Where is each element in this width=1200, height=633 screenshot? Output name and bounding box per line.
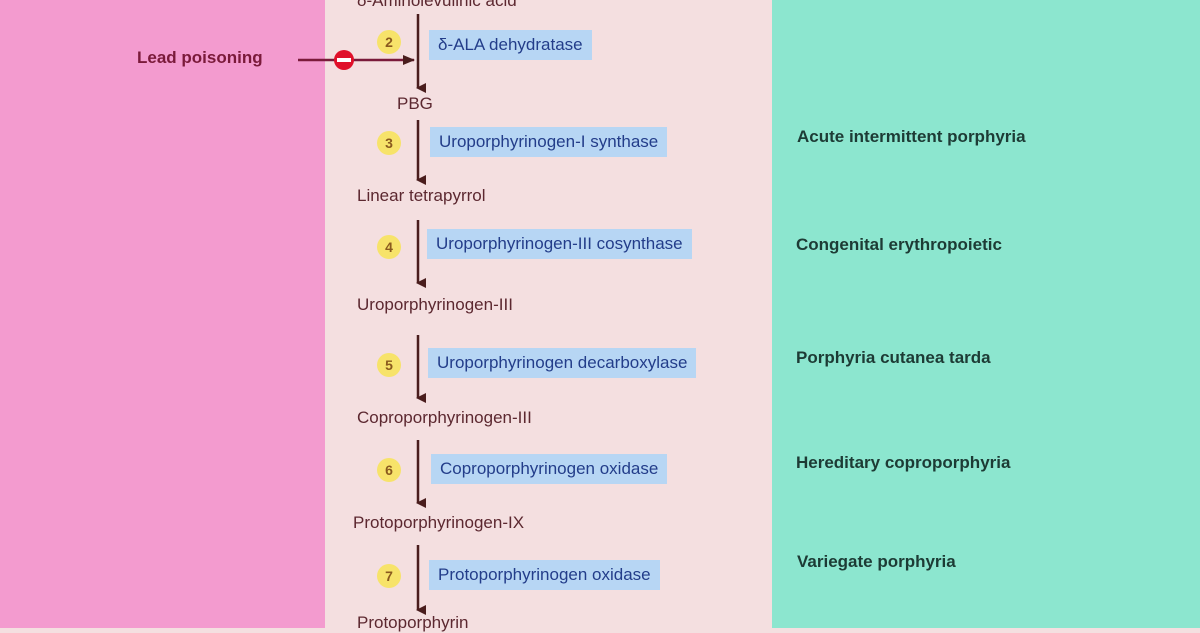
left-panel	[0, 0, 325, 628]
step-badge-3: 3	[377, 131, 401, 155]
pathway-panel	[325, 0, 772, 628]
enzyme-ala-dehydratase: δ-ALA dehydratase	[429, 30, 592, 60]
metabolite-uroporphyrinogen-iii: Uroporphyrinogen-III	[357, 295, 513, 314]
metabolite-linear-tetrapyrrol: Linear tetrapyrrol	[357, 186, 486, 205]
disease-hereditary-coproporphyria: Hereditary coproporphyria	[796, 453, 1011, 472]
disease-panel	[772, 0, 1200, 628]
enzyme-protoporphyrinogen-oxidase: Protoporphyrinogen oxidase	[429, 560, 660, 590]
lead-poisoning-label: Lead poisoning	[137, 48, 263, 67]
disease-variegate-porphyria: Variegate porphyria	[797, 552, 956, 571]
inhibition-icon	[334, 50, 354, 70]
step-badge-5: 5	[377, 353, 401, 377]
disease-congenital-erythropoietic: Congenital erythropoietic	[796, 235, 1002, 254]
enzyme-uroporphyrinogen-iii-cosynthase: Uroporphyrinogen-III cosynthase	[427, 229, 692, 259]
metabolite-ala: δ-Aminolevulinic acid	[357, 0, 517, 10]
step-badge-6: 6	[377, 458, 401, 482]
disease-acute-intermittent-porphyria: Acute intermittent porphyria	[797, 127, 1026, 146]
disease-porphyria-cutanea-tarda: Porphyria cutanea tarda	[796, 348, 991, 367]
metabolite-protoporphyrin: Protoporphyrin	[357, 613, 469, 632]
enzyme-uroporphyrinogen-decarboxylase: Uroporphyrinogen decarboxylase	[428, 348, 697, 378]
enzyme-coproporphyrinogen-oxidase: Coproporphyrinogen oxidase	[431, 454, 668, 484]
enzyme-uroporphyrinogen-i-synthase: Uroporphyrinogen-I synthase	[430, 127, 668, 157]
step-badge-2: 2	[377, 30, 401, 54]
metabolite-protoporphyrinogen-ix: Protoporphyrinogen-IX	[353, 513, 525, 532]
step-badge-7: 7	[377, 564, 401, 588]
metabolite-coproporphyrinogen-iii: Coproporphyrinogen-III	[357, 408, 532, 427]
step-badge-4: 4	[377, 235, 401, 259]
metabolite-pbg: PBG	[397, 94, 433, 113]
